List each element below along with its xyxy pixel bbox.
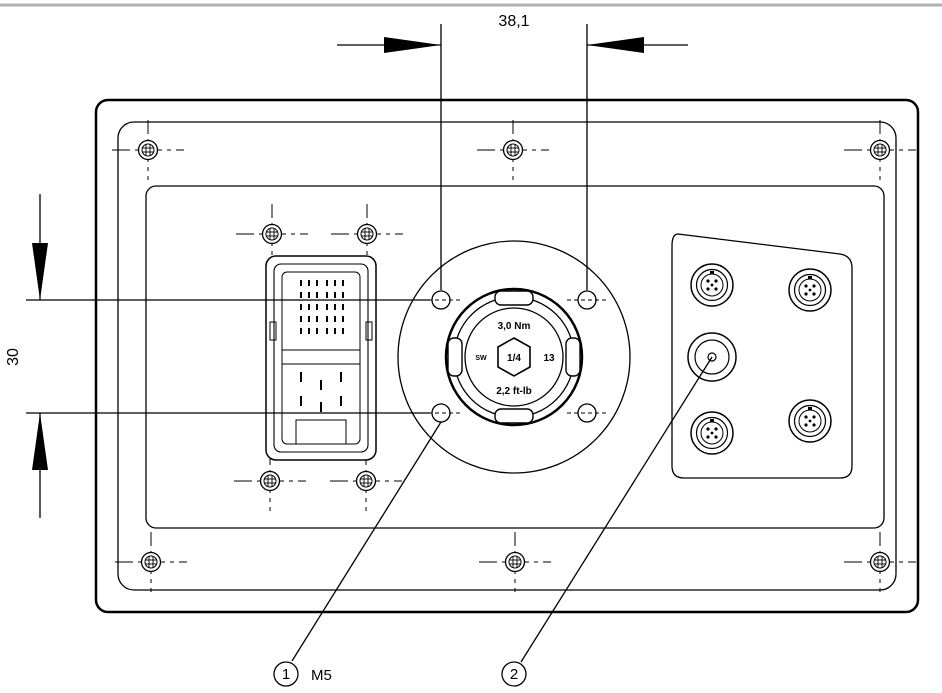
dimension-arrow-left [384, 37, 441, 53]
dimension-label-vertical: 30 [5, 348, 22, 366]
hub-hole-top-left [421, 290, 461, 310]
hub-torque-ftlb: 2,2 ft-lb [496, 386, 532, 397]
dimension-arrow-bottom [32, 413, 48, 470]
housing-recess [145, 185, 885, 529]
hub-left-mark: SW [475, 355, 487, 362]
multipin-connector [233, 203, 404, 512]
m12-socket-top-left [690, 263, 734, 307]
hex-socket [497, 337, 531, 377]
hub-hole-bottom-right [567, 403, 607, 423]
hub-torque-nm: 3,0 Nm [498, 321, 531, 332]
dimension-horizontal: 38,1 [337, 13, 688, 290]
callout-1: 1 M5 [273, 421, 442, 687]
hub-hex-size: 1/4 [507, 353, 521, 364]
hub-right-mark: 13 [543, 353, 555, 364]
m12-socket-bottom-right [788, 399, 832, 443]
dimension-vertical: 30 [5, 194, 430, 518]
m12-socket-bottom-left [690, 411, 734, 455]
dimension-arrow-right [587, 37, 644, 53]
callout-2-number: 2 [510, 666, 518, 683]
m12-connector-panel [671, 233, 853, 479]
hub-hole-top-right [567, 290, 607, 310]
housing-flange [117, 121, 897, 591]
callout-1-label: M5 [311, 667, 332, 684]
callout-1-number: 1 [282, 666, 290, 683]
callout-2: 2 [501, 356, 713, 687]
m12-socket-top-right [788, 268, 832, 312]
dimension-arrow-top [32, 243, 48, 300]
dimension-label-horizontal: 38,1 [498, 13, 529, 30]
central-hub: 1/4 3,0 Nm 2,2 ft-lb SW 13 [397, 240, 631, 474]
